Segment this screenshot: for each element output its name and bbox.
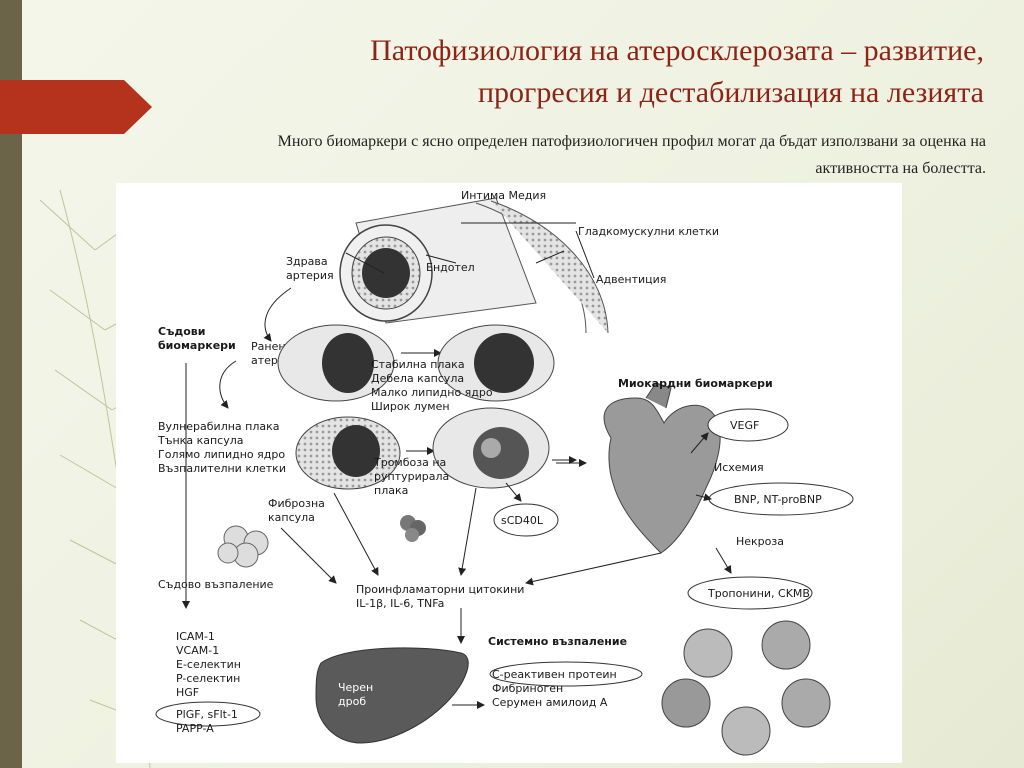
- label-vcam: VCAM-1: [176, 644, 219, 657]
- ruptured-plaque: [432, 407, 550, 489]
- slide-subtitle: Много биомаркери с ясно определен патофи…: [86, 128, 986, 182]
- label-pigf: PlGF, sFlt-1: [176, 708, 238, 721]
- label-vuln-2: Тънка капсула: [157, 434, 243, 447]
- label-fibrous-2: капсула: [268, 511, 315, 524]
- label-stable-2: Дебела капсула: [371, 372, 464, 385]
- label-cytokines-2: IL-1β, IL-6, TNFa: [356, 597, 444, 610]
- label-adventitia: Адвентиция: [596, 273, 666, 286]
- cell-cluster: [217, 525, 269, 568]
- label-stable-3: Малко липидно ядро: [371, 386, 493, 399]
- label-pappa: PAPP-A: [176, 722, 214, 735]
- label-thromb-2: руптурирала: [374, 470, 449, 483]
- label-necrosis: Некроза: [736, 535, 784, 548]
- label-fibrous-1: Фиброзна: [268, 497, 325, 510]
- label-healthy-2: артерия: [286, 269, 334, 282]
- label-stable-1: Стабилна плака: [371, 358, 465, 371]
- label-liver-1: Черен: [338, 681, 373, 694]
- label-myocardial: Миокардни биомаркери: [618, 377, 773, 390]
- label-vuln-3: Голямо липидно ядро: [158, 448, 285, 461]
- label-stable-4: Широк лумен: [371, 400, 450, 413]
- label-troponins: Тропонини, CKMB: [707, 587, 810, 600]
- label-eselectin: E-селектин: [176, 658, 241, 671]
- subtitle-line-2: активността на болестта.: [815, 160, 986, 177]
- label-vascular-1: Съдови: [158, 325, 205, 338]
- label-scd40l: sCD40L: [501, 514, 544, 527]
- label-hgf: HGF: [176, 686, 199, 699]
- early-atheroma: [277, 324, 395, 402]
- label-thromb-1: Тромбоза на: [373, 456, 446, 469]
- label-thromb-3: плака: [374, 484, 408, 497]
- label-bnp: BNP, NT-proBNP: [734, 493, 822, 506]
- vulnerable-plaque: [295, 416, 401, 490]
- liver-illustration: [315, 647, 469, 744]
- label-vasc-inflam: Съдово възпаление: [158, 578, 274, 591]
- slide-title: Патофизиология на атеросклерозата – разв…: [224, 30, 984, 114]
- label-ischemia: Исхемия: [714, 461, 764, 474]
- red-accent-tab: [0, 80, 152, 134]
- label-cytokines-1: Проинфламаторни цитокини: [356, 583, 524, 596]
- stable-plaque: [437, 324, 555, 402]
- label-intima-media: Интима Медия: [461, 189, 546, 202]
- heart-illustration: [603, 382, 721, 554]
- crp-protein-ring: [661, 620, 831, 756]
- label-amyloid: Серумен амилоид А: [492, 696, 608, 709]
- left-decorative-bar: [0, 0, 22, 768]
- label-pselectin: P-селектин: [176, 672, 240, 685]
- label-vegf: VEGF: [730, 419, 759, 432]
- label-icam: ICAM-1: [176, 630, 215, 643]
- label-systemic: Системно възпаление: [488, 635, 627, 648]
- label-vuln-4: Възпалителни клетки: [158, 462, 286, 475]
- label-healthy-1: Здрава: [286, 255, 328, 268]
- platelet-cluster: [400, 515, 426, 542]
- label-endothelium: Ендотел: [426, 261, 475, 274]
- label-liver-2: дроб: [338, 695, 366, 708]
- label-crp: С-реактивен протеин: [492, 668, 617, 681]
- atherosclerosis-diagram: Интима Медия Гладкомускулни клетки Ендот…: [116, 183, 902, 763]
- label-early-1: Ранен: [251, 340, 286, 353]
- label-smooth-muscle: Гладкомускулни клетки: [578, 225, 719, 238]
- label-fibrinogen: Фибриноген: [492, 682, 563, 695]
- label-vuln-1: Вулнерабилна плака: [158, 420, 280, 433]
- subtitle-line-1: Много биомаркери с ясно определен патофи…: [277, 133, 986, 150]
- title-line-1: Патофизиология на атеросклерозата – разв…: [370, 34, 984, 67]
- title-line-2: прогресия и дестабилизация на лезията: [477, 76, 984, 109]
- label-vascular-2: биомаркери: [158, 339, 236, 352]
